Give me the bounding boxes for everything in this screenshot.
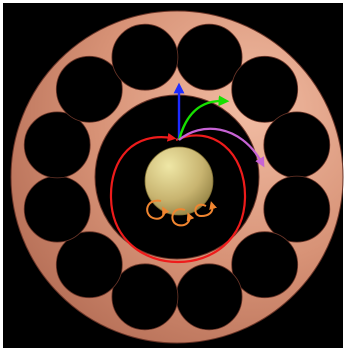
disc-hole (56, 232, 122, 298)
disc-hole (232, 56, 298, 122)
disc-hole (112, 264, 178, 330)
disc-hole (176, 264, 242, 330)
disc-hole (264, 176, 330, 242)
disc-hole (264, 112, 330, 178)
disc-hole (56, 56, 122, 122)
disc-hole (176, 24, 242, 90)
disc-hole (232, 232, 298, 298)
disc-hole (24, 112, 90, 178)
disc-hole (112, 24, 178, 90)
disc-hole (24, 176, 90, 242)
